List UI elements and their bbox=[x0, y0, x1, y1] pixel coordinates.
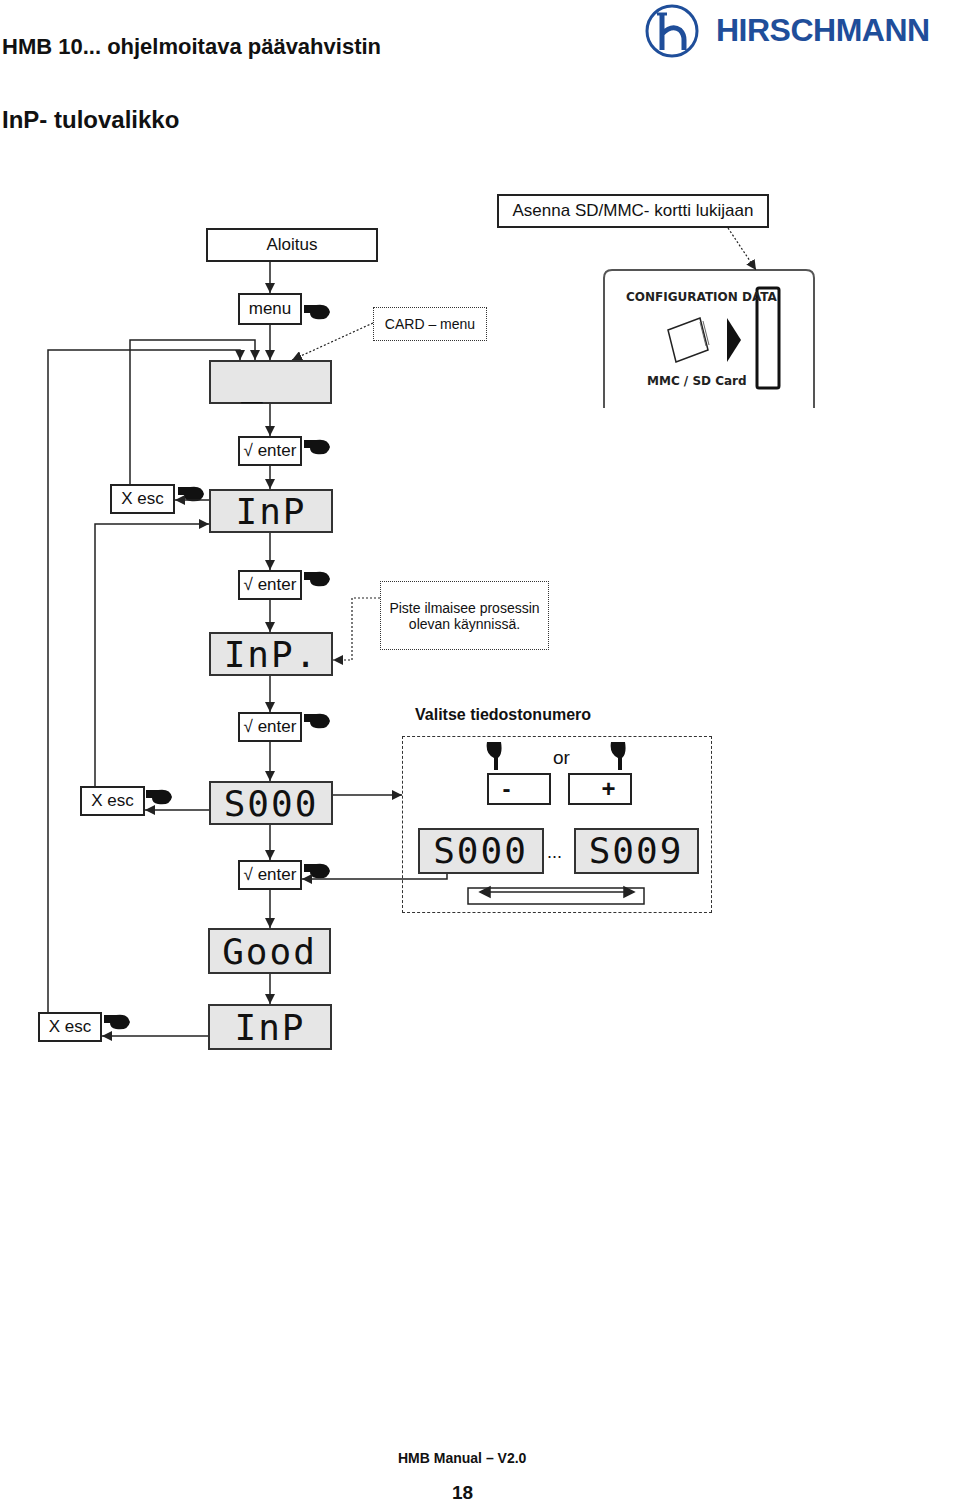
step-box: √ enter bbox=[238, 860, 302, 890]
node-text: √ enter bbox=[244, 717, 297, 737]
node-text: Valitse tiedostonumero bbox=[415, 706, 591, 724]
step-box: Asenna SD/MMC- kortti lukijaan bbox=[497, 194, 769, 228]
flow-arrow bbox=[269, 325, 271, 360]
step-box: menu bbox=[238, 293, 302, 325]
page-number: 18 bbox=[452, 1482, 473, 1504]
display-screen: Good bbox=[208, 928, 331, 974]
node-text: CONFIGURATION DATA bbox=[626, 290, 777, 304]
node-text: √ enter bbox=[244, 441, 297, 461]
node-text: - bbox=[503, 775, 511, 803]
flow-arrow bbox=[269, 262, 271, 293]
leader-arrow bbox=[333, 598, 380, 660]
company-logo bbox=[647, 6, 697, 56]
selection-group: Valitse tiedostonumeroor-+S000S009 bbox=[402, 736, 712, 913]
flow-arrow bbox=[269, 600, 271, 632]
flow-arrow bbox=[333, 794, 402, 796]
node-text: Good bbox=[222, 931, 317, 972]
hand-icon bbox=[304, 714, 330, 729]
flow-arrow bbox=[269, 404, 271, 436]
node-text: S009 bbox=[589, 830, 684, 871]
flow-arrow bbox=[302, 874, 447, 880]
flow-arrow bbox=[269, 974, 271, 1004]
hand-icon bbox=[304, 864, 330, 879]
flow-arrow bbox=[269, 533, 271, 570]
node-text: √ enter bbox=[244, 865, 297, 885]
node-text: InP bbox=[235, 491, 306, 532]
key-button: + bbox=[568, 773, 632, 805]
hand-icons bbox=[104, 305, 626, 1030]
node-text: X esc bbox=[91, 791, 134, 811]
node-text: InP bbox=[234, 1007, 305, 1048]
node-text: InP. bbox=[224, 634, 319, 675]
key-button: - bbox=[487, 773, 551, 805]
node-text: √ enter bbox=[244, 575, 297, 595]
display-screen: S000 bbox=[209, 781, 333, 825]
display-screen: InP. bbox=[209, 632, 333, 676]
flow-arrow bbox=[102, 1035, 208, 1037]
node-text: X esc bbox=[49, 1017, 92, 1037]
hand-icon bbox=[178, 487, 204, 502]
ellipsis: ... bbox=[547, 842, 562, 863]
step-box: X esc bbox=[38, 1012, 102, 1042]
card-reader-illustration bbox=[604, 270, 814, 408]
page-heading: InP- tulovalikko bbox=[2, 106, 179, 134]
range-bar bbox=[468, 887, 644, 904]
node-subtext: MMC / SD Card bbox=[647, 374, 747, 388]
step-box: √ enter bbox=[238, 436, 302, 466]
node-text: CARD – menu bbox=[385, 316, 475, 332]
node-text: S000 bbox=[433, 830, 528, 871]
display-screen: InP bbox=[208, 1004, 332, 1050]
step-box: X esc bbox=[80, 786, 145, 816]
flow-arrow bbox=[269, 890, 271, 928]
node-text: _ bbox=[241, 362, 265, 403]
hand-icon bbox=[611, 742, 626, 770]
leader-arrow bbox=[728, 228, 756, 270]
node-subtext: or bbox=[553, 747, 570, 769]
flow-arrow bbox=[269, 676, 271, 712]
step-box: √ enter bbox=[238, 570, 302, 600]
brand-name: HIRSCHMANN bbox=[716, 12, 930, 49]
footer-text: HMB Manual – V2.0 bbox=[398, 1450, 526, 1466]
display-screen: _ bbox=[209, 360, 332, 404]
hand-icon bbox=[304, 440, 330, 455]
step-box: X esc bbox=[110, 484, 175, 514]
hand-icon bbox=[104, 1015, 130, 1030]
hand-icon bbox=[487, 742, 502, 770]
hand-icon bbox=[304, 305, 330, 320]
note-box: CARD – menu bbox=[373, 307, 487, 341]
flow-arrow bbox=[95, 524, 209, 786]
node-text: + bbox=[601, 775, 615, 803]
card-reader: CONFIGURATION DATA MMC / SD Card bbox=[604, 270, 814, 408]
node-text: S000 bbox=[224, 783, 319, 824]
flow-arrow bbox=[269, 466, 271, 489]
node-text: X esc bbox=[121, 489, 164, 509]
hand-icon bbox=[304, 572, 330, 587]
step-box: √ enter bbox=[238, 712, 302, 742]
node-text: Piste ilmaisee prosessin olevan käynniss… bbox=[387, 600, 542, 632]
flow-arrow bbox=[269, 825, 271, 860]
display-screen: S000 bbox=[418, 828, 544, 874]
header-title: HMB 10... ohjelmoitava päävahvistin bbox=[2, 34, 381, 60]
node-text: menu bbox=[249, 299, 292, 319]
display-screen: S009 bbox=[574, 828, 699, 874]
flow-arrow bbox=[48, 350, 240, 1012]
node-text: Asenna SD/MMC- kortti lukijaan bbox=[513, 201, 754, 221]
flow-arrow bbox=[175, 499, 209, 501]
flow-arrow bbox=[269, 742, 271, 781]
hand-icon bbox=[146, 790, 172, 805]
step-box: Aloitus bbox=[206, 228, 378, 262]
leader-arrow bbox=[292, 323, 373, 360]
note-box: Piste ilmaisee prosessin olevan käynniss… bbox=[380, 581, 549, 650]
node-text: Aloitus bbox=[266, 235, 317, 255]
display-screen: InP bbox=[209, 489, 333, 533]
flow-arrow bbox=[145, 809, 209, 811]
